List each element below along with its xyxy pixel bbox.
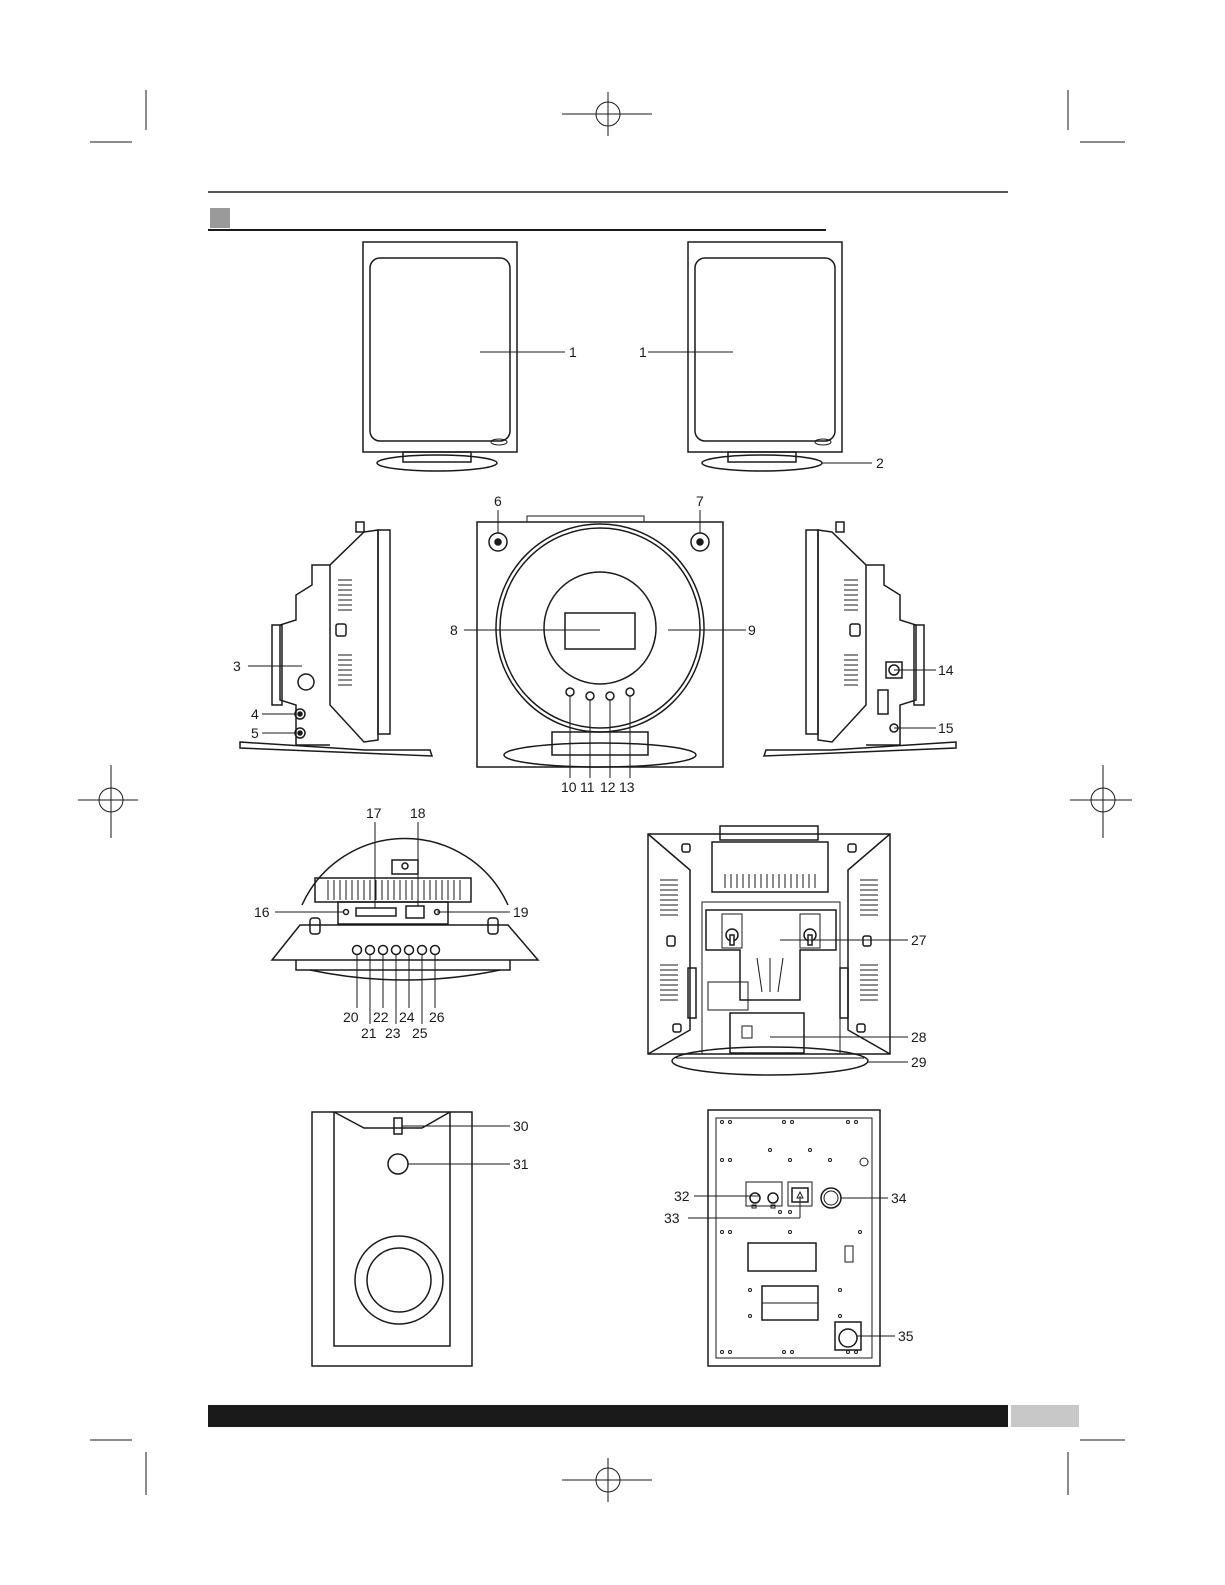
registration-mark bbox=[78, 765, 138, 838]
callout-23: 23 bbox=[385, 1025, 401, 1041]
callout-34: 34 bbox=[891, 1190, 907, 1206]
callout-11: 11 bbox=[580, 779, 595, 795]
callout-22: 22 bbox=[373, 1009, 389, 1025]
subwoofer-rear bbox=[708, 1110, 880, 1366]
main-unit-right-side bbox=[764, 522, 956, 756]
callout-7: 7 bbox=[696, 493, 704, 509]
callout-28: 28 bbox=[911, 1029, 927, 1045]
callout-14: 14 bbox=[938, 662, 954, 678]
footer-bar bbox=[208, 1405, 1008, 1427]
callout-8: 8 bbox=[450, 622, 458, 638]
callout-25: 25 bbox=[412, 1025, 428, 1041]
speaker-left-front bbox=[363, 242, 517, 471]
main-unit-rear-view bbox=[648, 826, 890, 1075]
callout-9: 9 bbox=[748, 622, 756, 638]
subwoofer-front bbox=[312, 1112, 472, 1366]
callout-2: 2 bbox=[876, 455, 884, 471]
callout-1b: 1 bbox=[639, 344, 647, 360]
callout-30: 30 bbox=[513, 1118, 529, 1134]
callout-1a: 1 bbox=[569, 344, 577, 360]
callout-24: 24 bbox=[399, 1009, 415, 1025]
callout-20: 20 bbox=[343, 1009, 359, 1025]
callout-16: 16 bbox=[254, 904, 270, 920]
callout-12: 12 bbox=[600, 779, 616, 795]
callout-5: 5 bbox=[251, 725, 259, 741]
callout-6: 6 bbox=[494, 493, 502, 509]
callout-32: 32 bbox=[674, 1188, 690, 1204]
registration-mark bbox=[562, 92, 652, 136]
registration-mark bbox=[562, 1458, 652, 1502]
registration-mark bbox=[1070, 765, 1132, 838]
callout-33: 33 bbox=[664, 1210, 680, 1226]
callout-10: 10 bbox=[561, 779, 577, 795]
callout-17: 17 bbox=[366, 805, 382, 821]
speaker-right-front bbox=[688, 242, 842, 471]
callout-35: 35 bbox=[898, 1328, 914, 1344]
callout-4: 4 bbox=[251, 706, 259, 722]
callout-labels: 1 1 2 3 4 5 6 7 8 9 10 11 12 13 14 15 16… bbox=[233, 344, 954, 1344]
footer-page-tab bbox=[1011, 1405, 1079, 1427]
main-unit-front bbox=[477, 516, 723, 767]
callout-31: 31 bbox=[513, 1156, 529, 1172]
callout-19: 19 bbox=[513, 904, 529, 920]
callout-18: 18 bbox=[410, 805, 426, 821]
callout-21: 21 bbox=[361, 1025, 377, 1041]
main-unit-top-view bbox=[272, 838, 538, 980]
callout-15: 15 bbox=[938, 720, 954, 736]
callout-27: 27 bbox=[911, 932, 927, 948]
callout-29: 29 bbox=[911, 1054, 927, 1070]
callout-13: 13 bbox=[619, 779, 635, 795]
section-square-icon bbox=[210, 208, 230, 228]
main-unit-left-side bbox=[240, 522, 432, 756]
callout-26: 26 bbox=[429, 1009, 445, 1025]
callout-3: 3 bbox=[233, 658, 241, 674]
